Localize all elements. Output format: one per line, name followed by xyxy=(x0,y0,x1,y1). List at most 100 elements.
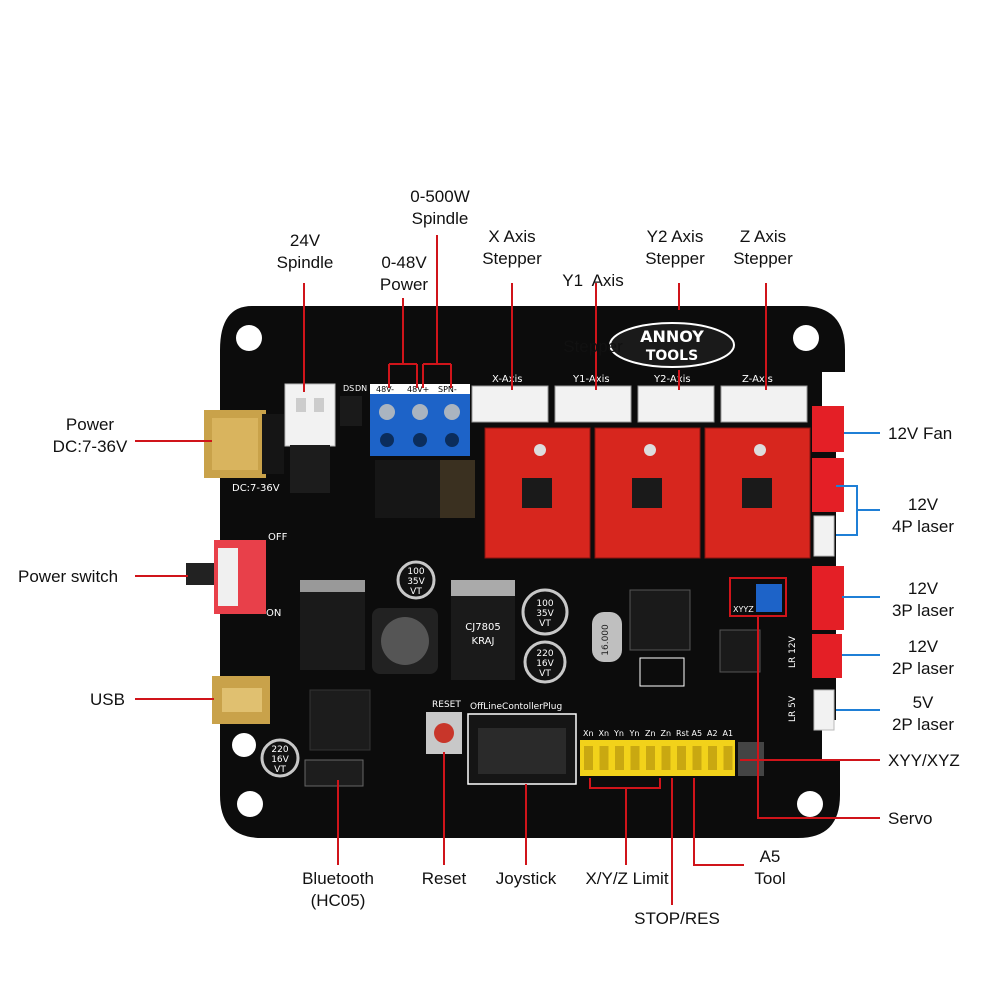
label-24v-spindle: 24V Spindle xyxy=(255,230,355,274)
cap1-l3: VT xyxy=(410,587,422,597)
label-y2-axis-stepper: Y2 Axis Stepper xyxy=(625,226,725,270)
label-z-axis-stepper: Z Axis Stepper xyxy=(713,226,813,270)
label-5v-2p-laser: 5V 2P laser xyxy=(878,692,968,736)
label-0-48v-power: 0-48V Power xyxy=(354,252,454,296)
label-servo: Servo xyxy=(888,809,933,828)
label-2p12-l1: 12V xyxy=(907,637,939,656)
label-x-axis-l1: X Axis xyxy=(488,227,536,246)
label-y1-axis-l1: Y1 Axis xyxy=(562,271,624,290)
crystal-silk: 16.000 xyxy=(601,624,611,656)
terminal-48v-neg: 48V- xyxy=(376,385,394,394)
header-pin xyxy=(599,746,609,770)
label-bluetooth-l2: (HC05) xyxy=(310,891,366,910)
label-x-axis-stepper: X Axis Stepper xyxy=(462,226,562,270)
dc-jack: DC:7-36V xyxy=(204,410,284,494)
on-silk: ON xyxy=(266,608,281,619)
label-power-dc-l2: DC:7-36V xyxy=(52,437,128,456)
y1-axis-silk: Y1-Axis xyxy=(572,374,610,385)
label-joystick: Joystick xyxy=(495,869,557,888)
label-12v-3p-laser: 12V 3P laser xyxy=(878,578,968,622)
label-xyy-xyz: XYY/XYZ xyxy=(888,751,960,770)
annoy-tools-logo: ANNOY TOOLS xyxy=(609,322,735,368)
header-pin xyxy=(661,746,671,770)
label-y2-axis-l2: Stepper xyxy=(645,249,705,268)
label-0-500w-spindle-l2: Spindle xyxy=(411,209,469,228)
cap3-l3: VT xyxy=(539,669,551,679)
label-12v-4p-laser: 12V 4P laser xyxy=(878,494,968,538)
label-bluetooth: Bluetooth (HC05) xyxy=(288,868,388,912)
capacitors: 100 35V VT 100 35V VT 220 16V VT 220 16V… xyxy=(260,560,569,778)
xyyz-silk: XYYZ xyxy=(733,605,754,614)
header-pin xyxy=(584,746,593,770)
header-pin xyxy=(646,746,655,770)
header-pin xyxy=(677,746,686,770)
cap1-l2: 35V xyxy=(407,577,425,587)
z-axis-silk: Z-Axis xyxy=(742,374,773,385)
header-pin xyxy=(708,746,717,770)
cap4-l1: 220 xyxy=(271,745,288,755)
terminal-48v-pos: 48V+ xyxy=(407,385,429,394)
label-2p5-l2: 2P laser xyxy=(891,715,955,734)
cap2-l1: 100 xyxy=(536,599,553,609)
x-axis-silk: X-Axis xyxy=(492,374,523,385)
label-a5-l2: Tool xyxy=(754,869,786,888)
label-y1-axis-stepper: Y1 Axis Stepper xyxy=(543,226,643,380)
label-a5-tool: A5 Tool xyxy=(730,846,810,890)
header-pin xyxy=(630,746,640,770)
header-pin-label: Xn xyxy=(599,729,610,738)
regulator-l2: KRAJ xyxy=(472,636,495,647)
header-pin-label: A2 xyxy=(707,729,718,738)
spindle-24v-connector xyxy=(284,383,336,447)
header-pin-label: A5 xyxy=(692,729,703,738)
label-3p-l2: 3P laser xyxy=(891,601,955,620)
cap2-l2: 35V xyxy=(536,609,554,619)
cap3-l2: 16V xyxy=(536,659,554,669)
usb-port xyxy=(212,676,270,724)
label-y2-axis-l1: Y2 Axis xyxy=(646,227,704,246)
label-0-48v-power-l2: Power xyxy=(379,275,429,294)
label-4p-l1: 12V xyxy=(907,495,939,514)
label-stop-res: STOP/RES xyxy=(634,909,720,928)
ds-silk: DS xyxy=(343,384,354,393)
label-0-500w-spindle-l1: 0-500W xyxy=(410,187,470,206)
label-power-dc-l1: Power xyxy=(65,415,115,434)
header-pin xyxy=(615,746,624,770)
power-switch: OFF ON xyxy=(186,532,288,619)
callout-lines xyxy=(135,235,880,905)
label-bluetooth-l1: Bluetooth xyxy=(302,869,374,888)
joystick-header: OffLineContollerPlug xyxy=(467,702,577,785)
cap4-l2: 16V xyxy=(271,755,289,765)
ds-diode xyxy=(340,396,362,426)
label-24v-spindle-l2: Spindle xyxy=(276,253,334,272)
label-power-dc: Power DC:7-36V xyxy=(40,414,140,458)
cap4-l3: VT xyxy=(274,765,286,775)
label-4p-l2: 4P laser xyxy=(891,517,955,536)
label-2p12-l2: 2P laser xyxy=(891,659,955,678)
label-0-500w-spindle: 0-500W Spindle xyxy=(380,186,500,230)
lr12v-silk: LR 12V xyxy=(788,635,798,668)
label-y1-axis-l2: Stepper xyxy=(563,337,623,356)
label-z-axis-l2: Stepper xyxy=(733,249,793,268)
reset-silk: RESET xyxy=(432,700,461,710)
label-12v-fan: 12V Fan xyxy=(888,424,953,443)
stepper-connectors: X-Axis Y1-Axis Y2-Axis Z-Axis xyxy=(471,374,808,423)
label-reset: Reset xyxy=(421,869,467,888)
label-x-axis-l2: Stepper xyxy=(482,249,542,268)
dc-jack-silk: DC:7-36V xyxy=(232,483,280,494)
label-a5-l1: A5 xyxy=(759,847,781,866)
label-z-axis-l1: Z Axis xyxy=(739,227,787,246)
logo-line2: TOOLS xyxy=(646,348,698,364)
logo-line1: ANNOY xyxy=(640,327,704,346)
header-pin-label: Rst xyxy=(676,729,689,738)
terminal-spn-neg: SPN- xyxy=(438,385,457,394)
stepper-drivers xyxy=(484,427,811,559)
off-silk: OFF xyxy=(268,532,288,543)
offline-plug-silk: OffLineContollerPlug xyxy=(470,702,562,712)
label-24v-spindle-l1: 24V xyxy=(289,231,321,250)
header-pin-label: Yn xyxy=(613,729,624,738)
label-usb: USB xyxy=(90,690,125,709)
header-pin-label: Xn xyxy=(583,729,594,738)
